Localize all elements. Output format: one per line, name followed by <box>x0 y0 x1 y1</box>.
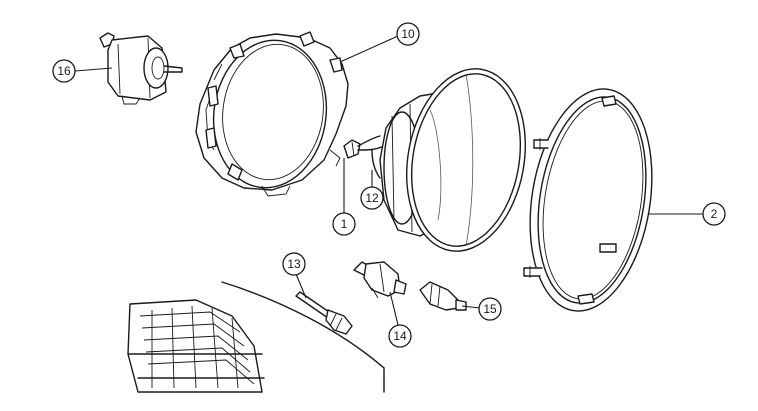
retaining-ring-drawing <box>523 88 653 312</box>
callout-10-label: 10 <box>401 27 415 41</box>
callout-2: 2 <box>702 202 726 226</box>
bulb-socket-drawing <box>353 261 407 299</box>
mounting-bucket-drawing <box>195 31 349 197</box>
bulb-small-drawing <box>419 281 467 311</box>
vehicle-context-drawing <box>127 281 385 393</box>
sealed-beam-drawing <box>379 68 527 252</box>
callout-13-label: 13 <box>287 257 301 271</box>
callout-12: 12 <box>360 186 384 210</box>
callout-15-label: 15 <box>483 302 497 316</box>
callout-1-label: 1 <box>341 217 348 231</box>
callout-1: 1 <box>332 212 356 236</box>
callout-10: 10 <box>396 22 420 46</box>
callout-13: 13 <box>282 252 306 276</box>
callout-15: 15 <box>478 297 502 321</box>
harness-connector-drawing <box>343 135 385 179</box>
bulb-long-drawing <box>295 291 353 335</box>
callout-2-label: 2 <box>711 207 718 221</box>
adjuster-motor-drawing <box>99 32 183 105</box>
callout-16: 16 <box>52 59 76 83</box>
callout-14: 14 <box>388 324 412 348</box>
callout-16-label: 16 <box>57 64 71 78</box>
callout-14-label: 14 <box>393 329 407 343</box>
leader-lines <box>74 35 704 326</box>
callout-12-label: 12 <box>365 191 379 205</box>
